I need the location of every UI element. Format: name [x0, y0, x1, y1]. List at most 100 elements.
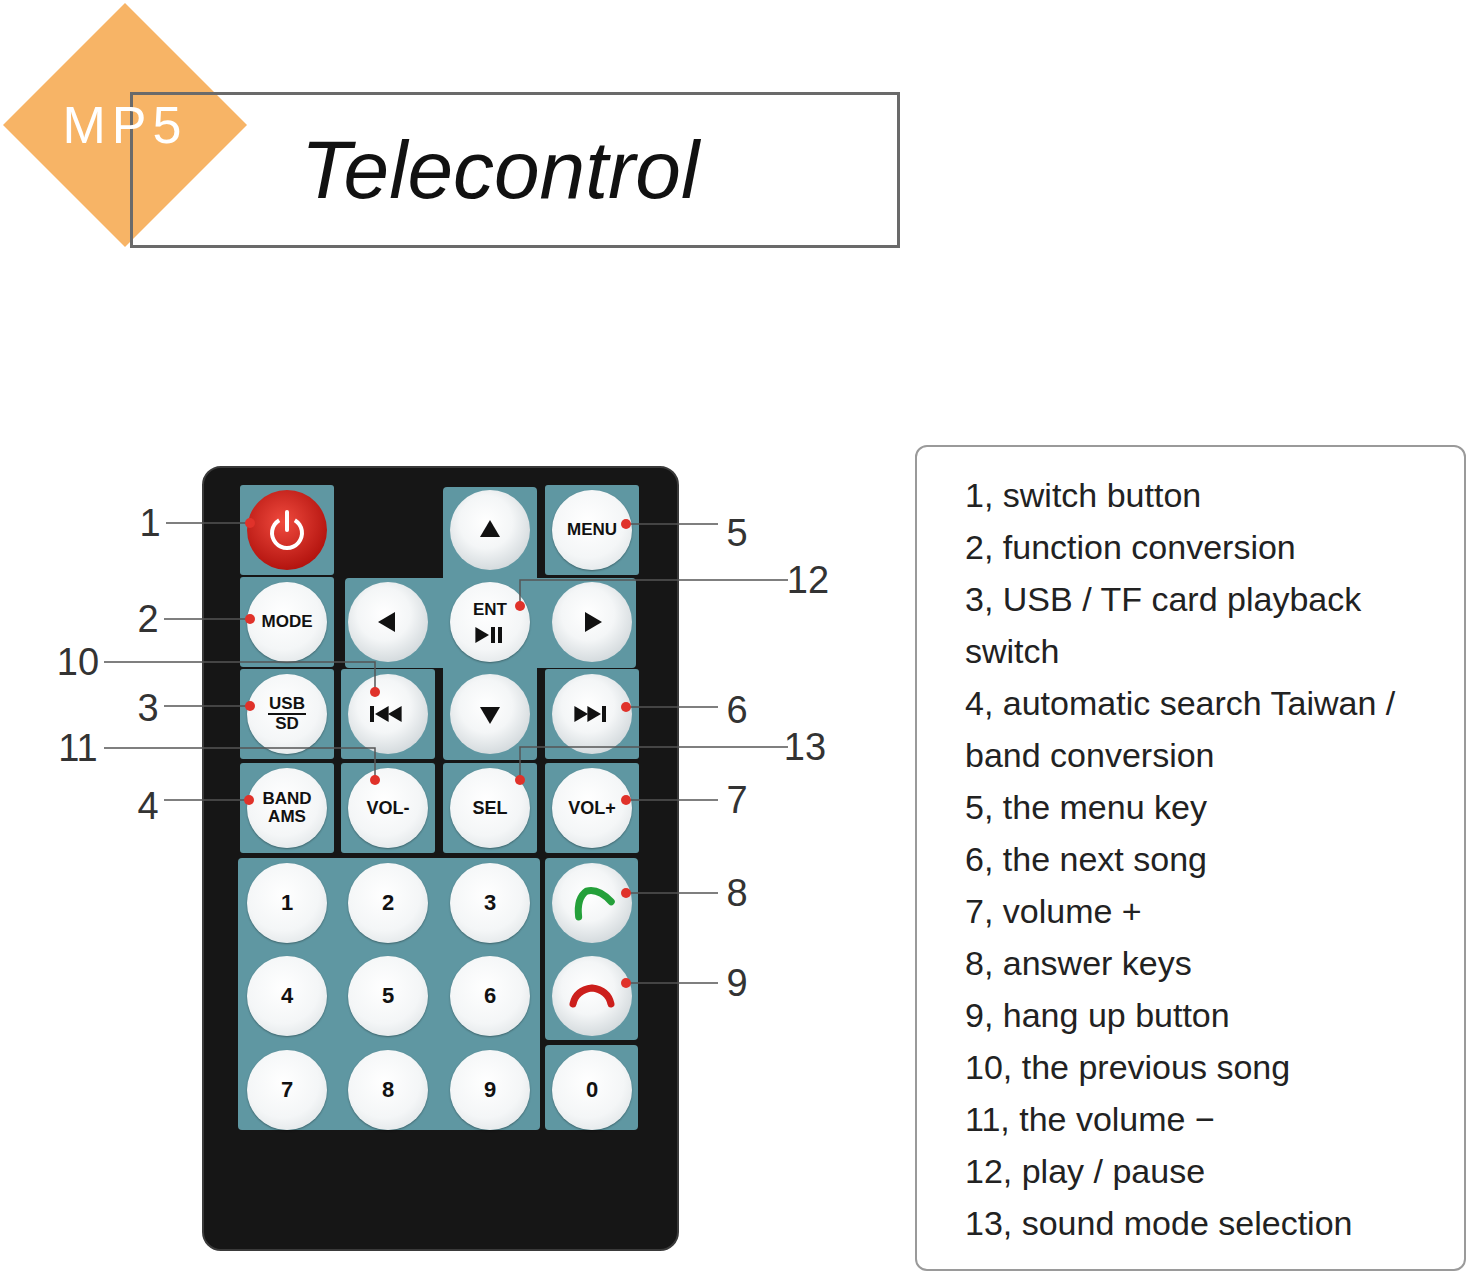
key-panel — [341, 669, 435, 759]
remote-button: 9 — [450, 1050, 530, 1130]
remote-button — [552, 674, 632, 754]
legend-item: 6, the next song — [965, 833, 1207, 885]
legend-item: 5, the menu key — [965, 781, 1207, 833]
leader-line — [164, 799, 249, 801]
button-label: SD — [275, 715, 299, 733]
remote-button — [348, 674, 428, 754]
arrow-icon — [574, 706, 588, 722]
key-panel — [545, 763, 639, 853]
key-panel — [545, 485, 639, 575]
arrow-icon — [375, 706, 389, 722]
leader-dot — [245, 701, 255, 711]
leader-line — [626, 799, 718, 801]
button-label: SEL — [472, 799, 507, 818]
leader-dot — [370, 775, 380, 785]
leader-dot — [621, 702, 631, 712]
callout-number: 13 — [784, 728, 826, 766]
legend-item: 7, volume + — [965, 885, 1142, 937]
button-label: VOL- — [367, 799, 410, 818]
button-label: 7 — [281, 1078, 293, 1101]
callout-number: 3 — [137, 689, 158, 727]
key-panel — [345, 578, 636, 668]
badge-text: MP5 — [63, 95, 188, 155]
remote-button: 3 — [450, 863, 530, 943]
key-panel — [545, 669, 639, 759]
answer-icon — [570, 884, 611, 917]
leader-line — [626, 982, 718, 984]
leader-line — [164, 618, 250, 620]
key-panel — [545, 858, 638, 1040]
legend-item: 3, USB / TF card playback switch — [965, 573, 1454, 677]
remote-button: 0 — [552, 1050, 632, 1130]
callout-number: 12 — [787, 561, 829, 599]
arrow-icon — [388, 706, 402, 722]
button-label: 5 — [382, 984, 394, 1007]
leader-dot — [621, 519, 631, 529]
button-label: 2 — [382, 891, 394, 914]
key-panel — [238, 858, 540, 1130]
key-panel — [443, 763, 537, 853]
remote-button — [348, 582, 428, 662]
button-label: 0 — [586, 1078, 598, 1101]
callout-number: 4 — [137, 787, 158, 825]
leader-line — [520, 747, 788, 780]
arrow-icon — [480, 707, 500, 724]
leader-dot — [370, 687, 380, 697]
remote-button: VOL+ — [552, 768, 632, 848]
callout-number: 8 — [726, 874, 747, 912]
remote-button — [552, 582, 632, 662]
remote-button: VOL- — [348, 768, 428, 848]
arrow-icon — [480, 520, 500, 537]
button-label: 1 — [281, 891, 293, 914]
leader-line — [104, 662, 375, 692]
remote-button — [552, 956, 632, 1036]
button-label: BAND AMS — [259, 790, 315, 826]
leader-line — [626, 892, 718, 894]
leader-line — [626, 523, 718, 525]
remote-button — [450, 490, 530, 570]
title-text: Telecontrol — [301, 123, 699, 217]
hangup-icon — [573, 988, 611, 1004]
arrow-icon — [587, 706, 601, 722]
remote-button: 4 — [247, 956, 327, 1036]
remote-button: ENT — [450, 582, 530, 662]
callout-number: 6 — [726, 691, 747, 729]
legend-item: 4, automatic search Taiwan / band conver… — [965, 677, 1454, 781]
remote-button — [552, 863, 632, 943]
legend-item: 8, answer keys — [965, 937, 1192, 989]
remote-button: BAND AMS — [247, 768, 327, 848]
legend-item: 1, switch button — [965, 469, 1201, 521]
legend-item: 10, the previous song — [965, 1041, 1290, 1093]
button-icons — [270, 510, 611, 1004]
remote-button: 8 — [348, 1050, 428, 1130]
remote-button: 5 — [348, 956, 428, 1036]
button-label: 6 — [484, 984, 496, 1007]
button-label: USB — [268, 695, 306, 715]
remote-body — [203, 467, 678, 1250]
key-panel — [240, 763, 334, 853]
arrow-icon — [378, 612, 395, 632]
leader-dot — [515, 775, 525, 785]
remote-button: 6 — [450, 956, 530, 1036]
remote-button — [450, 674, 530, 754]
remote-button: MODE — [247, 582, 327, 662]
callout-number: 1 — [139, 504, 160, 542]
leader-line — [164, 705, 250, 707]
leader-line — [626, 706, 718, 708]
legend-item: 13, sound mode selection — [965, 1197, 1352, 1249]
title-box: Telecontrol — [130, 92, 900, 248]
callout-number: 10 — [57, 643, 99, 681]
button-label: 9 — [484, 1078, 496, 1101]
remote-button — [247, 490, 327, 570]
remote-button: 7 — [247, 1050, 327, 1130]
legend-item: 9, hang up button — [965, 989, 1230, 1041]
leader-dot — [621, 795, 631, 805]
leader-dot — [515, 601, 525, 611]
legend-item: 12, play / pause — [965, 1145, 1205, 1197]
remote-button: USBSD — [247, 674, 327, 754]
callout-number: 9 — [726, 964, 747, 1002]
leader-dot — [621, 978, 631, 988]
key-panel — [240, 577, 334, 667]
button-label: MENU — [567, 521, 617, 539]
badge-diamond: MP5 — [3, 3, 247, 247]
